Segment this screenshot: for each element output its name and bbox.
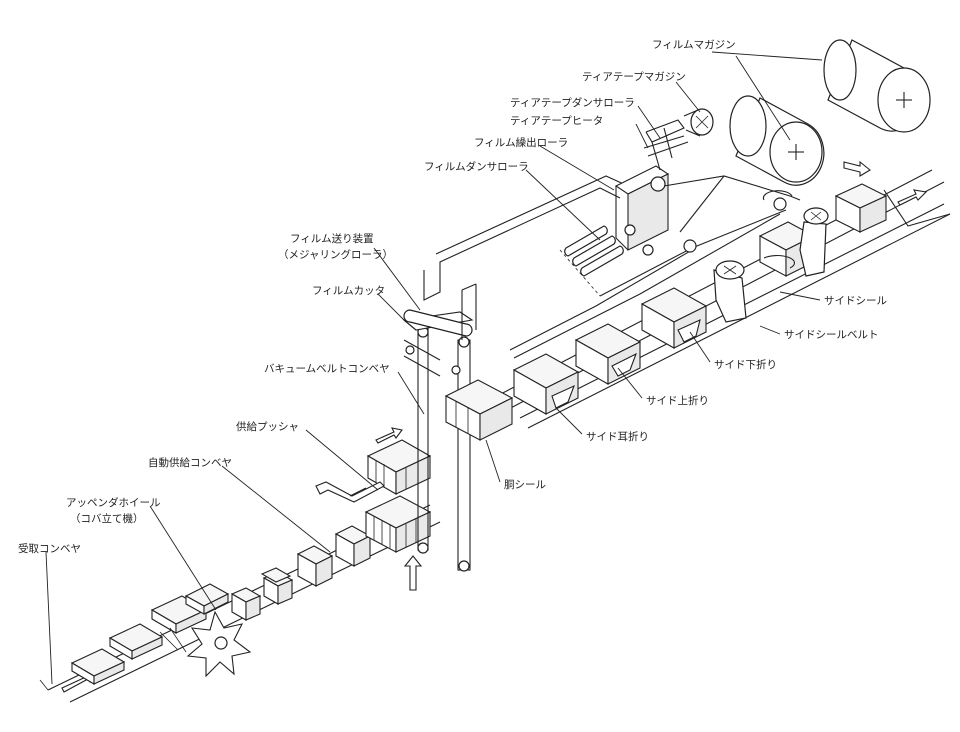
lift-arrow-icon — [403, 555, 423, 591]
side-seal-belt — [713, 254, 795, 323]
supply-pusher — [315, 427, 403, 503]
film-magazine-roll-front — [729, 95, 825, 186]
pack-lower-fold — [640, 287, 708, 349]
side-seal-heater — [762, 190, 829, 277]
film-magazine-roll-back — [823, 39, 931, 133]
vacuum-belt-conveyor — [403, 326, 471, 572]
label-receiving-conveyor: 受取コンベヤ — [18, 543, 81, 555]
label-measuring-roller: （メジャリングローラ） — [278, 248, 393, 261]
label-belly-seal: 胴シール — [504, 479, 546, 491]
pack-finished — [834, 183, 888, 233]
pack-belly-seal — [444, 379, 514, 441]
tear-tape-magazine — [683, 108, 714, 137]
transfer-arrow-icon — [843, 160, 871, 177]
tear-tape-heater — [643, 119, 689, 171]
film-feed-roller — [614, 165, 670, 256]
pack-upright-1 — [230, 587, 262, 621]
label-upender-note: （コバ立て機） — [70, 512, 144, 525]
label-film-dancer-roller: フィルムダンサローラ — [424, 160, 529, 173]
label-film-cutter: フィルムカッタ — [312, 285, 385, 297]
output-arrow-icon — [897, 189, 928, 206]
label-film-feeder: フィルム送り装置 — [290, 232, 374, 245]
label-side-seal: サイドシール — [824, 295, 887, 307]
label-side-lower-fold: サイド下折り — [714, 358, 777, 371]
pack-ear-fold — [512, 353, 580, 415]
film-dancer-rollers — [564, 225, 624, 277]
label-tear-tape-heater: ティアテープヒータ — [510, 115, 603, 127]
label-vacuum-belt-conveyor: バキュームベルトコンベヤ — [264, 363, 390, 375]
label-tear-tape-magazine: ティアテープマガジン — [582, 71, 686, 83]
pack-upper-fold — [574, 323, 642, 385]
pack-flat-2 — [108, 623, 164, 660]
pack-flat-1 — [70, 648, 126, 685]
pack-upright-3 — [296, 545, 334, 587]
upender-wheel-icon — [159, 610, 252, 678]
label-auto-supply-conveyor: 自動供給コンベヤ — [148, 456, 232, 469]
label-side-ear-fold: サイド耳折り — [586, 430, 649, 443]
label-side-seal-belt: サイドシールベルト — [784, 329, 879, 341]
pack-stack-lower — [364, 495, 432, 553]
label-upender-wheel: アッペンダホイール — [66, 496, 161, 509]
label-tear-tape-dancer-roller: ティアテープダンサローラ — [510, 96, 635, 109]
label-film-magazine: フィルムマガジン — [652, 39, 736, 51]
film-cut-line — [559, 249, 601, 297]
label-film-feed-roller: フィルム繰出ローラ — [474, 136, 568, 149]
pack-upright-5 — [260, 567, 292, 583]
film-feeder-roller — [403, 309, 473, 337]
label-supply-pusher: 供給プッシャ — [236, 420, 299, 433]
pack-upright-2 — [262, 571, 294, 605]
pack-stack-upper — [366, 439, 432, 495]
label-side-upper-fold: サイド上折り — [646, 394, 709, 407]
pack-upright-4 — [334, 525, 372, 567]
film-path-frame — [423, 175, 629, 340]
leader-lines — [45, 51, 823, 685]
